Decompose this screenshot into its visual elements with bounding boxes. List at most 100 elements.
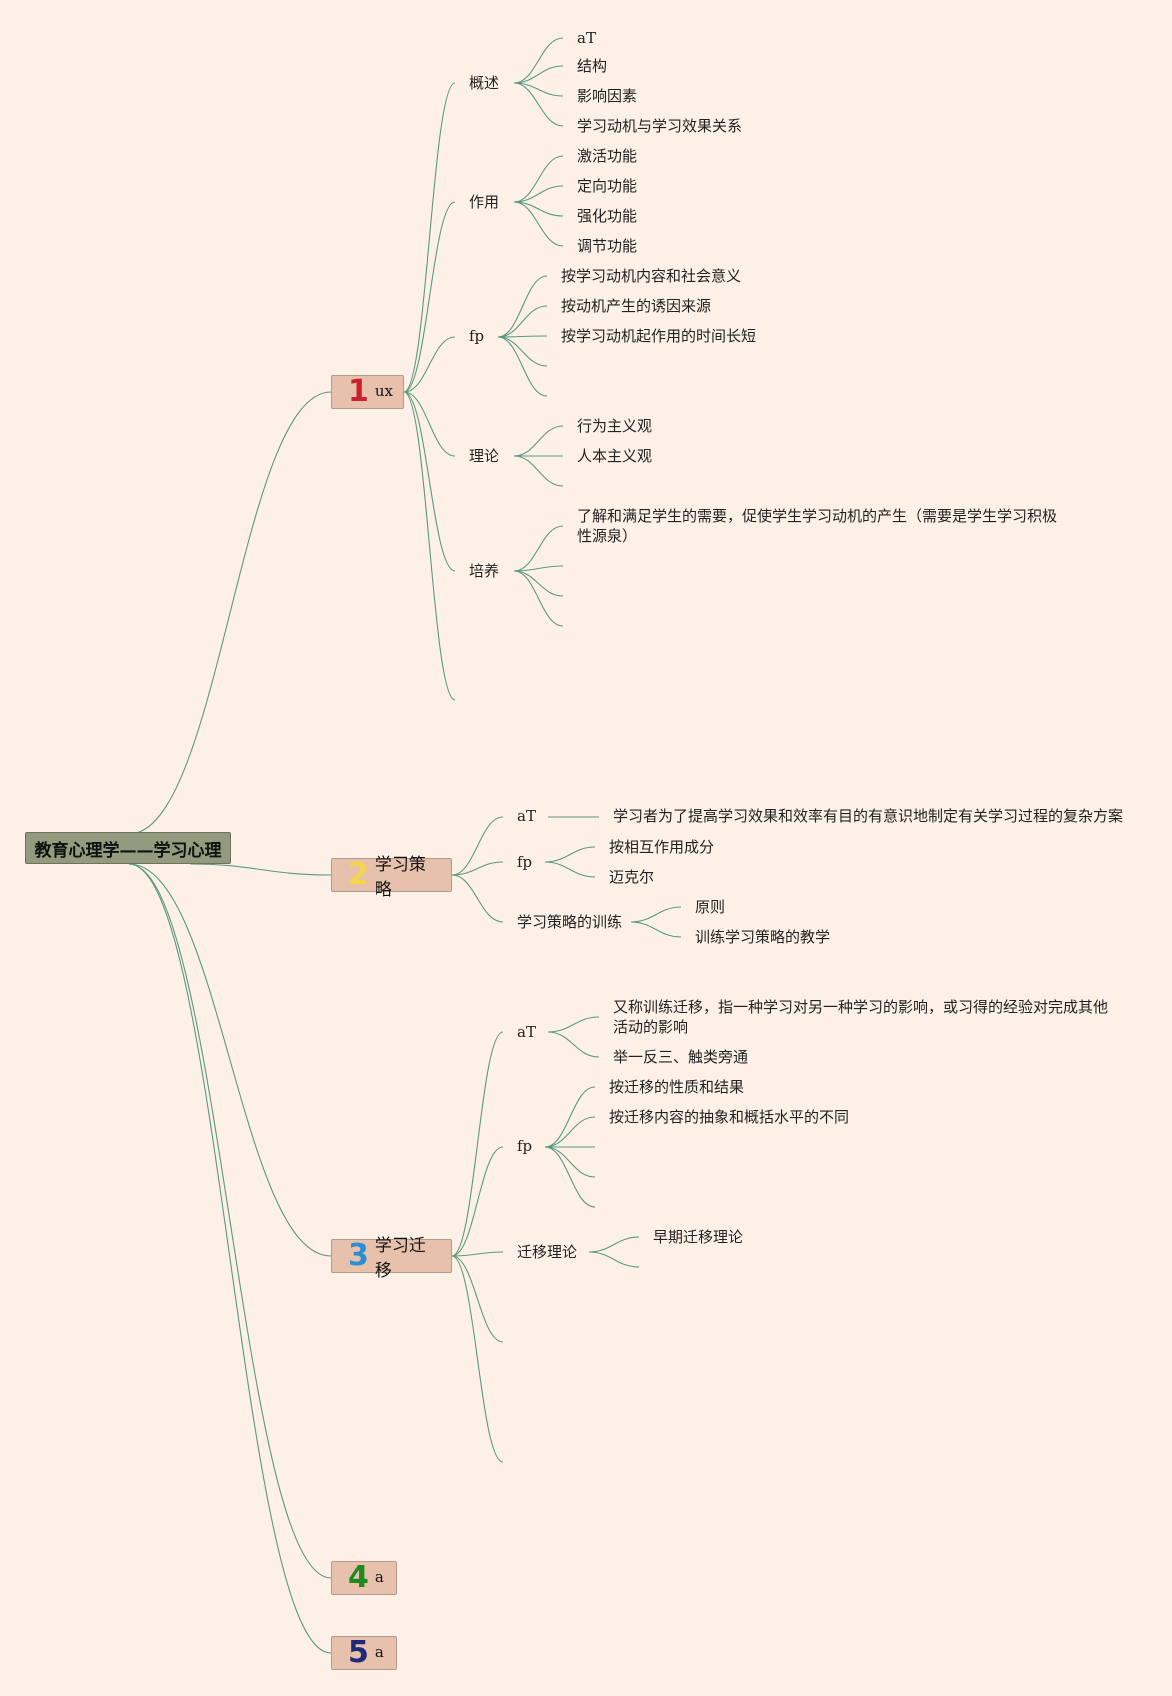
b1-function-item[interactable]: 激活功能 xyxy=(577,147,638,165)
b1-function-item[interactable]: 强化功能 xyxy=(577,207,638,225)
branch-1-number: 1 xyxy=(348,374,369,409)
connector-line xyxy=(128,863,332,1654)
connector-line xyxy=(544,1146,596,1208)
b3-topic-at[interactable]: aT xyxy=(517,1023,536,1041)
connector-line xyxy=(513,425,564,457)
connector-line xyxy=(588,1251,640,1268)
connector-line xyxy=(513,570,564,597)
connector-line xyxy=(451,1255,504,1343)
connector-line xyxy=(451,1255,504,1463)
b2-topic-at[interactable]: aT xyxy=(517,807,536,825)
connector-line xyxy=(497,336,548,367)
connector-line xyxy=(128,863,332,1579)
branch-3-number: 3 xyxy=(348,1238,369,1273)
connector-line xyxy=(544,1086,596,1148)
b1-theory-item[interactable]: 人本主义观 xyxy=(577,447,653,465)
b1-fp-item[interactable]: 按学习动机内容和社会意义 xyxy=(561,267,742,285)
root-node[interactable]: 教育心理学——学习心理 xyxy=(25,832,231,864)
b2-fp-item[interactable]: 迈克尔 xyxy=(609,868,655,886)
branch-3-label: 学习迁移 xyxy=(374,1236,426,1281)
connector-line xyxy=(513,570,564,627)
connector-line xyxy=(403,391,456,457)
branch-5-node[interactable]: 5 a xyxy=(331,1636,397,1670)
b1-overview-item[interactable]: 影响因素 xyxy=(577,87,638,105)
connector-line xyxy=(451,861,504,876)
b3-topic-transfer-theory[interactable]: 迁移理论 xyxy=(517,1243,578,1261)
connector-line xyxy=(513,185,564,203)
connector-line xyxy=(497,335,548,338)
connector-line xyxy=(544,1116,596,1148)
connector-line xyxy=(403,201,456,393)
connector-line xyxy=(630,906,682,923)
branch-4-node[interactable]: 4 a xyxy=(331,1561,397,1595)
connector-line xyxy=(513,82,564,127)
b2-training-item[interactable]: 原则 xyxy=(695,898,726,916)
connector-line xyxy=(451,874,504,923)
connector-line xyxy=(189,863,332,876)
connector-line xyxy=(630,921,682,938)
connector-line xyxy=(403,391,456,572)
b3-topic-fp[interactable]: fp xyxy=(517,1137,533,1155)
connector-line xyxy=(451,1251,504,1257)
b3-fp-item[interactable]: 按迁移内容的抽象和概括水平的不同 xyxy=(609,1108,850,1126)
connector-line xyxy=(497,305,548,338)
b1-theory-item[interactable]: 行为主义观 xyxy=(577,417,653,435)
b1-overview-item[interactable]: 学习动机与学习效果关系 xyxy=(577,117,743,135)
b2-at-item[interactable]: 学习者为了提高学习效果和效率有目的有意识地制定有关学习过程的复杂方案 xyxy=(613,807,1124,825)
connector-line xyxy=(513,155,564,203)
b1-function-item[interactable]: 定向功能 xyxy=(577,177,638,195)
b1-topic-cultivate[interactable]: 培养 xyxy=(469,562,500,580)
connector-line xyxy=(513,525,564,572)
connector-line xyxy=(547,1016,600,1033)
b1-topic-fp[interactable]: fp xyxy=(469,327,485,345)
connector-line xyxy=(451,1146,504,1257)
branch-3-node[interactable]: 3 学习迁移 xyxy=(331,1236,452,1281)
branch-2-label: 学习策略 xyxy=(374,855,426,900)
branch-1-node[interactable]: 1 ux xyxy=(331,375,404,409)
b1-topic-overview[interactable]: 概述 xyxy=(469,74,500,92)
connector-line xyxy=(513,565,564,572)
root-label: 教育心理学——学习心理 xyxy=(34,840,222,861)
b2-fp-item[interactable]: 按相互作用成分 xyxy=(609,838,715,856)
connector-line xyxy=(544,1146,596,1178)
b1-fp-item[interactable]: 按学习动机起作用的时间长短 xyxy=(561,327,757,345)
b3-at-item[interactable]: 又称训练迁移，指一种学习对另一种学习的影响，或习得的经验对完成其他活动的影响 xyxy=(613,998,1109,1036)
branch-5-number: 5 xyxy=(348,1635,369,1670)
connector-line xyxy=(451,816,504,876)
b1-cultivate-item[interactable]: 了解和满足学生的需要，促使学生学习动机的产生（需要是学生学习积极性源泉） xyxy=(577,507,1058,545)
b1-topic-function[interactable]: 作用 xyxy=(469,193,500,211)
connector-line xyxy=(128,391,332,835)
b1-overview-item[interactable]: 结构 xyxy=(577,57,608,75)
b1-overview-item[interactable]: aT xyxy=(577,29,596,47)
connector-line xyxy=(547,1031,600,1058)
connector-line xyxy=(588,1236,640,1253)
branch-4-label: a xyxy=(374,1568,384,1586)
connector-line xyxy=(544,846,596,863)
b2-topic-training[interactable]: 学习策略的训练 xyxy=(517,913,623,931)
b1-fp-item[interactable]: 按动机产生的诱因来源 xyxy=(561,297,712,315)
connector-line xyxy=(497,275,548,338)
connector-line xyxy=(544,861,596,878)
b2-topic-fp[interactable]: fp xyxy=(517,853,533,871)
connector-line xyxy=(513,455,564,487)
branch-4-number: 4 xyxy=(348,1560,369,1595)
b1-function-item[interactable]: 调节功能 xyxy=(577,237,638,255)
b1-topic-theory[interactable]: 理论 xyxy=(469,447,500,465)
connector-line xyxy=(513,65,564,84)
b3-theory-item[interactable]: 早期迁移理论 xyxy=(653,1228,744,1246)
connector-line xyxy=(513,201,564,247)
connector-line xyxy=(451,1031,504,1257)
connector-line xyxy=(513,37,564,84)
branch-2-number: 2 xyxy=(348,857,369,892)
connector-line xyxy=(403,82,456,393)
b3-at-item[interactable]: 举一反三、触类旁通 xyxy=(613,1048,749,1066)
b3-fp-item[interactable]: 按迁移的性质和结果 xyxy=(609,1078,745,1096)
branch-2-node[interactable]: 2 学习策略 xyxy=(331,855,452,900)
b2-training-item[interactable]: 训练学习策略的教学 xyxy=(695,928,831,946)
branch-5-label: a xyxy=(374,1643,384,1661)
connector-line xyxy=(128,863,332,1257)
connector-line xyxy=(403,336,456,393)
branch-1-label: ux xyxy=(374,382,393,400)
